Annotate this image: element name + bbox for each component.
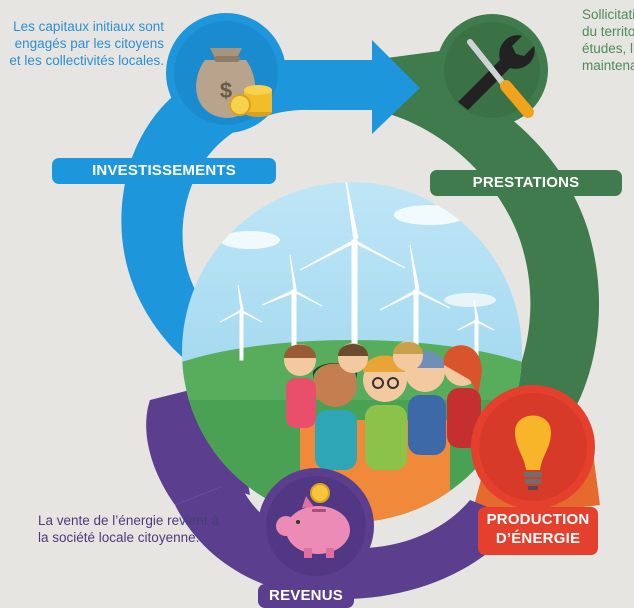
production-label: PRODUCTION D’ÉNERGIE [478,507,598,555]
investissements-description: Les capitaux initiaux sont engagés par l… [9,19,164,68]
revenus-label: REVENUS [258,584,354,608]
prestations-description: Sollicitation des acteurs du territoire … [582,7,634,73]
wrench-screwdriver-icon [436,14,548,126]
light-bulb-icon [471,385,595,509]
svg-text:$: $ [220,78,232,103]
investissements-arrow [121,40,420,392]
piggy-bank-icon [258,468,374,584]
production-label-line2: D’ÉNERGIE [495,530,581,547]
revenus-description: La vente de l’énergie revient à la socié… [38,513,219,545]
production-label-line1: PRODUCTION [486,511,590,528]
investissements-label: INVESTISSEMENTS [52,158,276,184]
money-bag-icon: $ [166,13,286,133]
prestations-label: PRESTATIONS [430,170,622,196]
